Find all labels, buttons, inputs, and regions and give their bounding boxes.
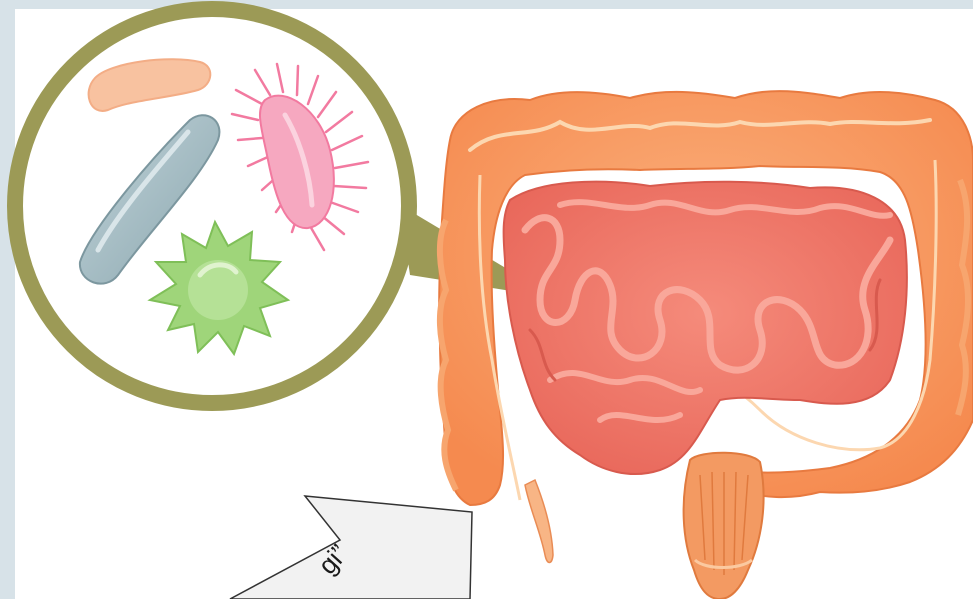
small-intestine: [504, 182, 907, 474]
magnifier-circle: [15, 9, 409, 403]
rectum: [684, 453, 764, 599]
appendix: [525, 480, 553, 563]
callout-arrow: [230, 496, 472, 599]
